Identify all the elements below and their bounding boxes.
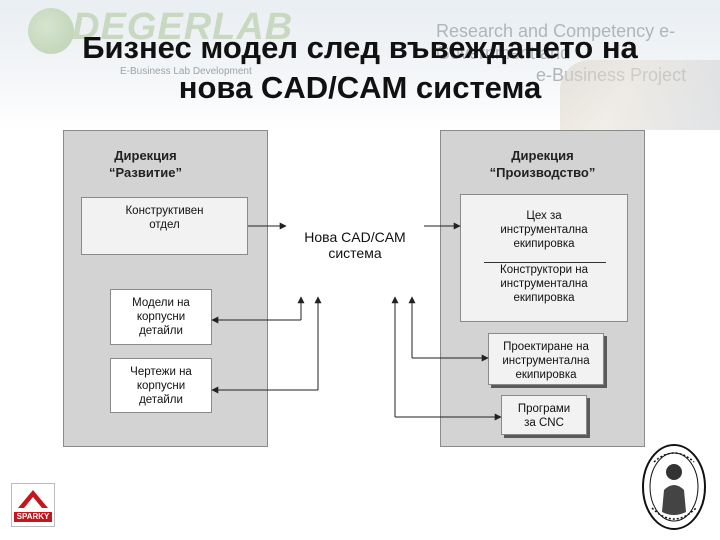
box-tooling-shop-line1: Цех за (526, 210, 562, 222)
box-hull-drawings-line2: корпусни (136, 380, 186, 392)
box-tooling-design-line2: инструментална (502, 355, 590, 367)
slide-title-line1: Бизнес модел след въвеждането на (82, 30, 638, 65)
box-tooling-design: Проектиране на инструментална екипировка (488, 333, 604, 385)
box-hull-models-line3: детайли (139, 325, 183, 337)
center-cadcam-line1: Нова CAD/CAM (304, 229, 406, 245)
panel-production-heading: Дирекция “Производство” (441, 147, 644, 181)
box-cnc-programs-line1: Програми (517, 403, 571, 415)
header-banner: DEGERLAB E-Business Lab Development Rese… (0, 0, 720, 130)
sparky-logo-text: SPARKY (14, 512, 52, 522)
box-hull-drawings-line1: Чертежи на (130, 366, 192, 378)
panel-production-heading-line1: Дирекция (511, 148, 574, 163)
box-hull-drawings-line3: детайли (139, 394, 183, 406)
box-tooling-designers-line1: Конструктори на (500, 264, 588, 276)
box-tooling-shop-line3: екипировка (513, 238, 575, 250)
lab-logo-icon (28, 8, 74, 54)
box-hull-models: Модели на корпусни детайли (110, 289, 212, 345)
center-cadcam-system: Нова CAD/CAM система (286, 193, 424, 297)
panel-development-heading-line1: Дирекция (114, 148, 177, 163)
banner-photo (560, 60, 720, 130)
slide-title: Бизнес модел след въвеждането на нова CA… (0, 28, 720, 108)
box-design-department: Конструктивен отдел (81, 197, 248, 255)
panel-production-heading-line2: “Производство” (489, 165, 596, 180)
tooling-divider (484, 262, 606, 263)
lab-logo-text: DEGERLAB (72, 6, 294, 48)
sparky-icon (18, 490, 48, 508)
box-tooling-design-line3: екипировка (515, 369, 577, 381)
sparky-logo: SPARKY (11, 483, 55, 527)
box-hull-drawings: Чертежи на корпусни детайли (110, 358, 212, 413)
box-cnc-programs-line2: за CNC (524, 417, 564, 429)
box-tooling-shop-line2: инструментална (500, 224, 588, 236)
project-caption-line1: Research and Competency e-Government and (436, 21, 676, 63)
center-cadcam-line2: система (328, 245, 382, 261)
panel-development-heading-line2: “Развитие” (109, 165, 182, 180)
box-design-department-line1: Конструктивен (125, 205, 204, 217)
university-seal-icon (640, 442, 708, 532)
box-tooling-designers-line2: инструментална (500, 278, 588, 290)
box-tooling-design-line1: Проектиране на (503, 341, 589, 353)
slide-title-line2: нова CAD/CAM система (178, 70, 542, 105)
box-design-department-line2: отдел (149, 219, 180, 231)
panel-development-heading: Дирекция “Развитие” (44, 147, 247, 181)
box-tooling-designers-line3: екипировка (513, 292, 575, 304)
box-hull-models-line2: корпусни (136, 311, 186, 323)
panel-development: Дирекция “Развитие” (63, 130, 268, 447)
lab-logo-subtitle: E-Business Lab Development (120, 66, 252, 77)
box-cnc-programs: Програми за CNC (501, 395, 587, 435)
box-hull-models-line1: Модели на (132, 297, 190, 309)
box-tooling-shop-group: Цех за инструментална екипировка Констру… (460, 194, 628, 322)
